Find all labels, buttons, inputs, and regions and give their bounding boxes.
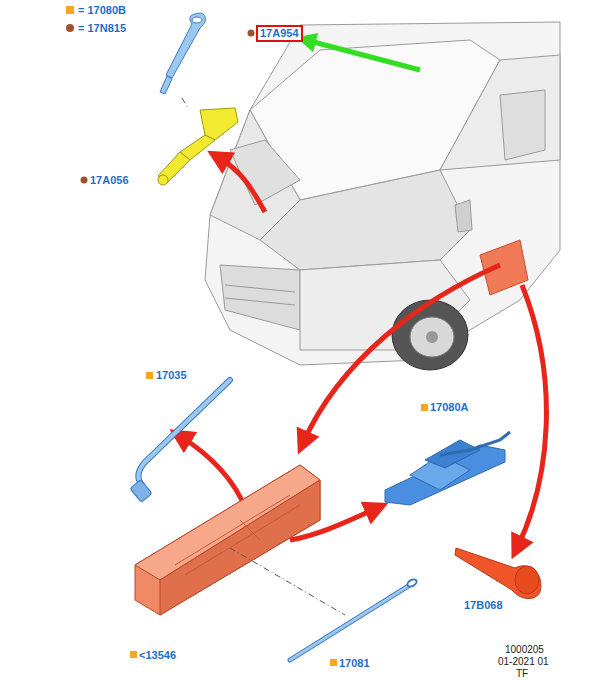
scissor-jack — [385, 432, 510, 505]
tow-bar — [290, 578, 418, 660]
drawing-code: 01-2021 01 — [498, 656, 549, 668]
callout-number: 17A954 — [260, 27, 299, 39]
location-arrows — [180, 157, 546, 548]
callout-number: 17080A — [430, 401, 469, 414]
foam-tray — [135, 465, 320, 615]
tow-eye — [160, 13, 205, 94]
van-outline — [205, 22, 560, 365]
callout-box: 17A954 — [256, 25, 303, 42]
legend-text: = 17N815 — [78, 22, 126, 35]
drawing-code: TF — [516, 668, 528, 680]
assembly-line — [182, 98, 188, 108]
legend-text: = 17080B — [78, 4, 126, 17]
tool-bag — [455, 548, 541, 599]
lug-wrench — [130, 380, 230, 502]
pointer-arrow — [306, 40, 420, 70]
legend-swatch — [66, 24, 74, 32]
callout-number: 17A056 — [90, 174, 129, 187]
callout-markers — [81, 30, 429, 667]
callout-number: 17081 — [339, 657, 370, 670]
assembly-line — [230, 548, 345, 615]
legend-swatch — [66, 6, 74, 14]
callout-number: 17035 — [156, 369, 187, 382]
drawing-code: 1000205 — [505, 644, 544, 656]
wrench-extension — [158, 108, 238, 185]
callout-number: <13546 — [139, 649, 176, 662]
wheel — [392, 300, 468, 370]
callout-number: 17B068 — [464, 599, 503, 612]
